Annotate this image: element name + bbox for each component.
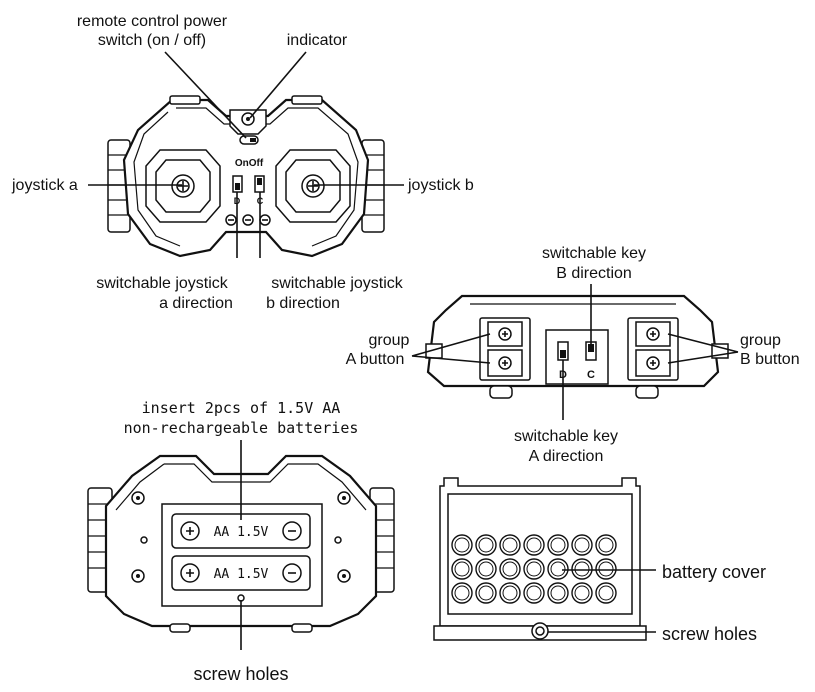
vent-hole-inner — [598, 537, 614, 553]
vent-hole-inner — [454, 537, 470, 553]
controller-front-view: OnOff D C — [107, 95, 385, 258]
vent-hole-inner — [550, 537, 566, 553]
vent-hole-inner — [526, 561, 542, 577]
vent-hole-inner — [526, 537, 542, 553]
power-switch-leader — [164, 51, 247, 139]
vent-hole-inner — [574, 585, 590, 601]
group-a-label-2: A button — [346, 351, 405, 368]
switch-joy-a-label-1: switchable joystick — [96, 275, 229, 292]
switch-key-b-label-1: switchable key — [542, 245, 646, 262]
battery-1-text: AA 1.5V — [214, 525, 269, 540]
group-b-leader — [667, 333, 739, 364]
vent-hole-inner — [454, 561, 470, 577]
group-a-label-1: group — [369, 332, 410, 349]
cover-vent-holes — [451, 534, 617, 604]
battery-cover — [433, 477, 647, 641]
vent-hole-inner — [478, 561, 494, 577]
controller-back-view: AA 1.5V AA 1.5V — [87, 454, 395, 633]
switch-key-b-label-2: B direction — [556, 265, 632, 282]
vent-hole-inner — [598, 561, 614, 577]
on-off-mark: OnOff — [235, 158, 264, 169]
joystick-a[interactable] — [145, 149, 221, 223]
joystick-a-label: joystick a — [11, 177, 78, 194]
switch-key-a-label-2: A direction — [529, 448, 604, 465]
group-b-label-2: B button — [740, 351, 800, 368]
battery-2: AA 1.5V — [171, 555, 311, 591]
vent-hole-inner — [574, 561, 590, 577]
batteries-label-2: non-rechargeable batteries — [124, 419, 359, 437]
switch-key-a-label-1: switchable key — [514, 428, 618, 445]
switch-joy-a-label-2: a direction — [159, 295, 233, 312]
group-a-leader — [411, 333, 491, 364]
power-switch-label-1: remote control power — [77, 13, 228, 30]
vent-hole-inner — [550, 561, 566, 577]
vent-hole-inner — [502, 537, 518, 553]
controller-edge-view: D C — [425, 294, 729, 399]
screw-holes-cover-label: screw holes — [662, 624, 757, 644]
vent-hole-inner — [454, 585, 470, 601]
indicator-leader — [249, 51, 307, 119]
vent-hole-inner — [550, 585, 566, 601]
vent-hole-inner — [574, 537, 590, 553]
indicator-label: indicator — [287, 32, 348, 49]
key-mark-right: C — [587, 369, 595, 381]
group-b-label-1: group — [740, 332, 781, 349]
batteries-label-1: insert 2pcs of 1.5V AA — [142, 399, 341, 417]
vent-hole-inner — [502, 561, 518, 577]
battery-cover-label: battery cover — [662, 562, 766, 582]
vent-hole-inner — [502, 585, 518, 601]
switch-joy-b-label-2: b direction — [266, 295, 340, 312]
power-switch-label-2: switch (on / off) — [98, 32, 206, 49]
vent-hole-inner — [526, 585, 542, 601]
battery-2-text: AA 1.5V — [214, 567, 269, 582]
vent-hole-inner — [478, 537, 494, 553]
joystick-b[interactable] — [275, 149, 351, 223]
joystick-b-label: joystick b — [407, 177, 474, 194]
screw-holes-bottom-label: screw holes — [193, 664, 288, 684]
vent-hole-inner — [598, 585, 614, 601]
switch-joy-b-label-1: switchable joystick — [271, 275, 404, 292]
vent-hole-inner — [478, 585, 494, 601]
